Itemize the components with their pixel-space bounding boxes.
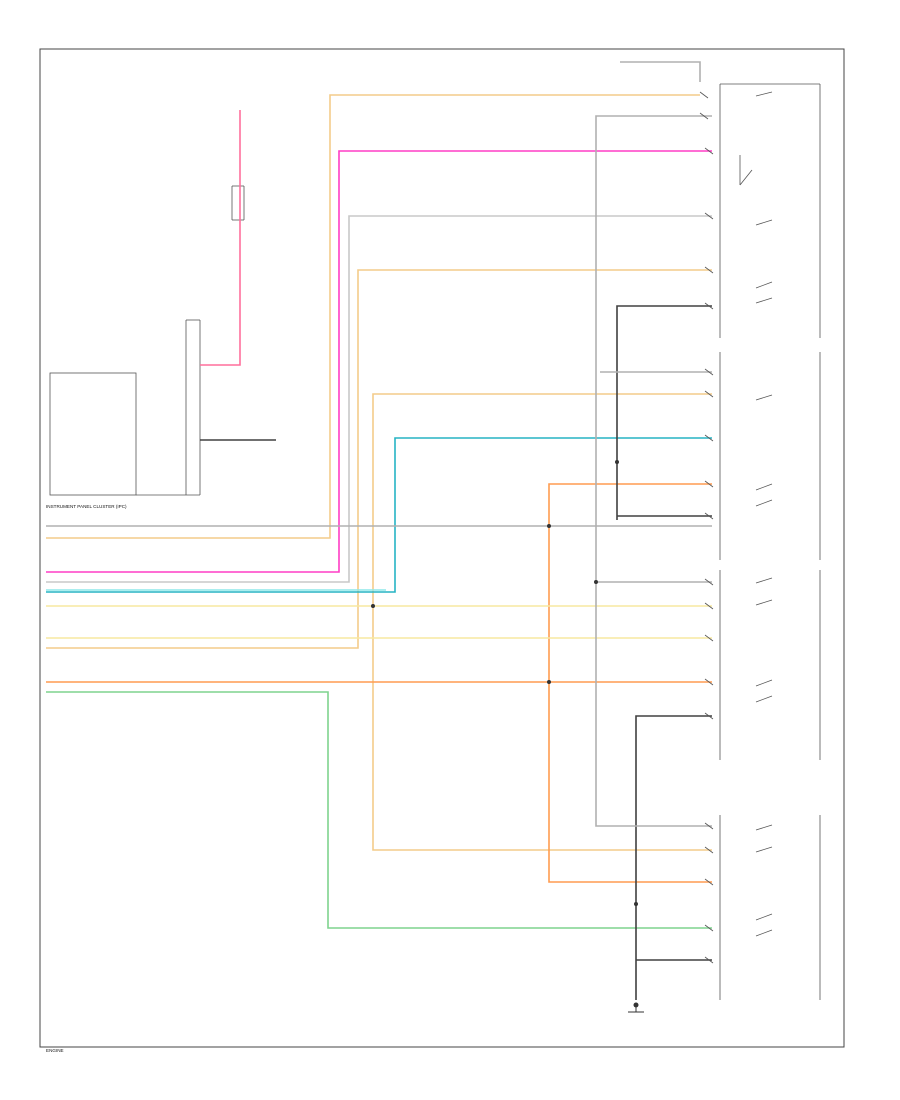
diagram-frame — [39, 48, 845, 1048]
wire-teal — [46, 437, 712, 593]
door-lock-switch-passenger — [719, 352, 821, 560]
footer-mark: ENGINE — [46, 1048, 64, 1053]
fuse-block — [231, 185, 245, 221]
wire-gray-top — [620, 61, 701, 82]
wire-black-1 — [616, 305, 712, 520]
wire-white-1 — [46, 215, 712, 583]
door-lock-switch-left-rear — [719, 815, 821, 1000]
door-lock-switch-right-rear — [719, 570, 821, 760]
wire-gray-1 — [595, 115, 712, 827]
wire-tan-3 — [372, 393, 712, 851]
wire-red-pink — [200, 110, 241, 366]
connector-pins — [699, 91, 714, 964]
wire-orange-1 — [548, 483, 712, 883]
wire-tan-1 — [46, 94, 700, 539]
wire-green — [46, 691, 712, 929]
wire-pink-1 — [46, 150, 712, 573]
ipc-label: INSTRUMENT PANEL CLUSTER (IPC) — [46, 504, 127, 509]
door-lock-switch-driver — [719, 83, 821, 338]
splice-points — [371, 460, 639, 1008]
wire-black-3 — [635, 715, 712, 1000]
wire-tan-2 — [46, 269, 712, 649]
instrument-panel-cluster: INSTRUMENT PANEL CLUSTER (IPC) — [46, 319, 201, 509]
ground-symbol — [628, 1005, 644, 1013]
